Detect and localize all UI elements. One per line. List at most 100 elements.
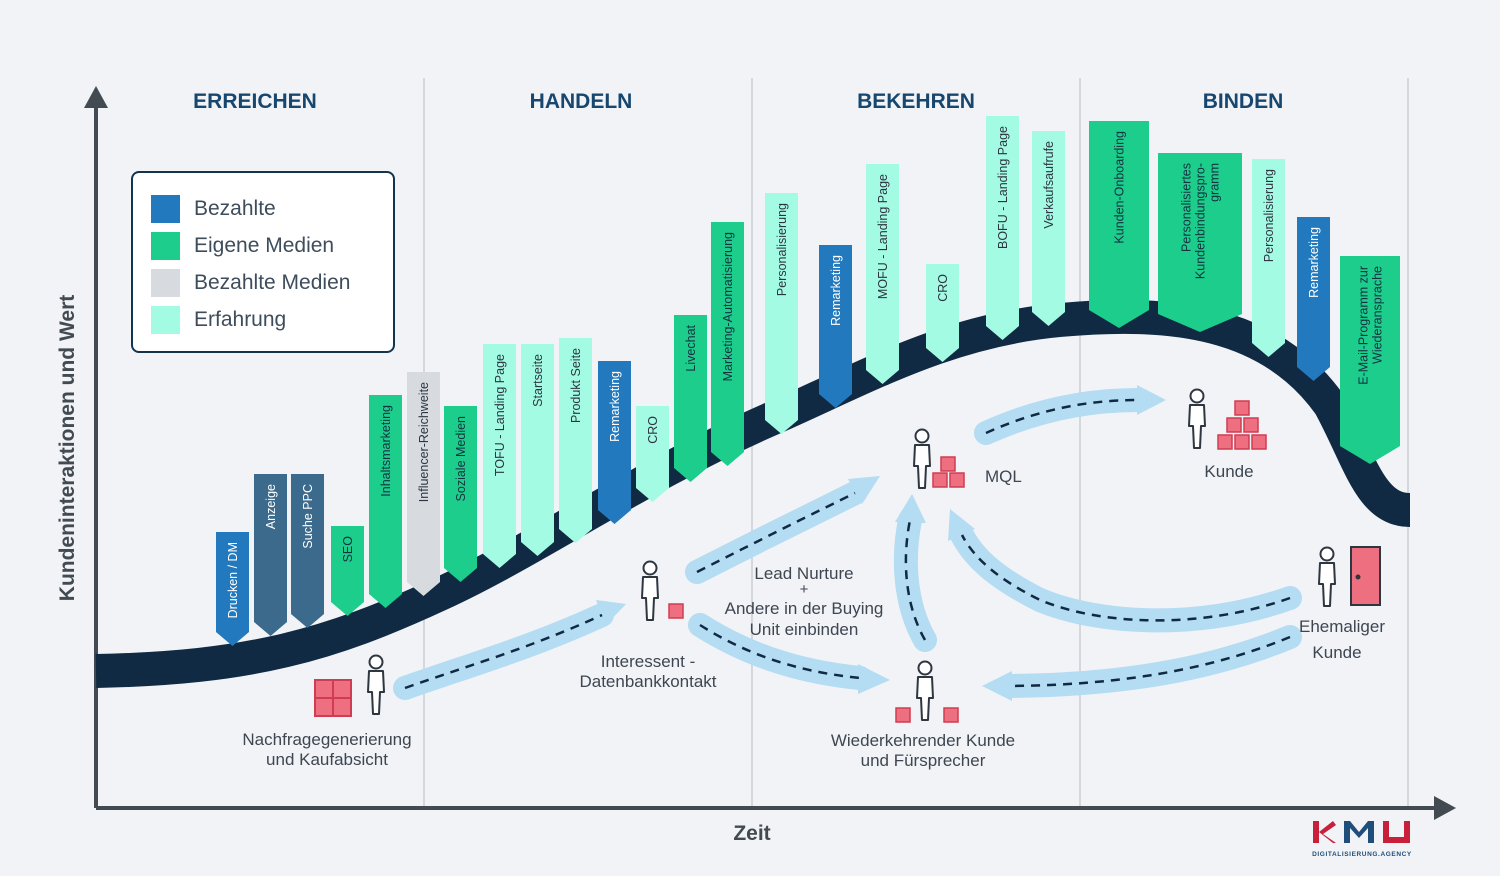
person-icon bbox=[641, 560, 659, 621]
legend-item-bezahlte: Bezahlte bbox=[151, 195, 276, 223]
channel-tag: Soziale Medien bbox=[444, 406, 477, 582]
box-icon bbox=[895, 707, 911, 723]
phase-titles: ERREICHEN HANDELN BEKEHREN BINDEN bbox=[193, 90, 1283, 113]
channel-tag: Remarketing bbox=[819, 245, 852, 408]
person-icon bbox=[367, 654, 385, 715]
stage-lead-nurture: Lead Nurture + Andere in der Buying Unit… bbox=[725, 564, 884, 639]
person-icon bbox=[916, 660, 934, 721]
tag-shape bbox=[866, 164, 899, 384]
flow-arrows bbox=[393, 385, 1302, 701]
legend-swatch bbox=[151, 269, 180, 297]
channel-tag: CRO bbox=[926, 264, 959, 362]
flow-arrow-band bbox=[950, 523, 1302, 633]
legend-label: Erfahrung bbox=[194, 308, 287, 331]
flow-arrow-head bbox=[948, 509, 975, 541]
stage-label-interessent-1: Interessent - bbox=[601, 652, 696, 671]
phase-title-erreichen: ERREICHEN bbox=[193, 90, 317, 113]
channel-tag: CRO bbox=[636, 406, 669, 502]
stage-label-lead-nurture-1: Lead Nurture bbox=[754, 564, 853, 583]
legend-item-eigene-medien: Eigene Medien bbox=[151, 232, 334, 260]
flow-arrow-dash bbox=[1009, 635, 1291, 688]
legend-label: Bezahlte Medien bbox=[194, 271, 351, 294]
channel-tag: Livechat bbox=[674, 315, 707, 482]
stage-label-lead-nurture-4: Unit einbinden bbox=[750, 620, 859, 639]
flow-arrow-head bbox=[895, 494, 926, 523]
phase-title-handeln: HANDELN bbox=[530, 90, 633, 113]
phase-title-bekehren: BEKEHREN bbox=[857, 90, 975, 113]
tag-label: Remarketing bbox=[1307, 227, 1321, 298]
flow-arrow-dash bbox=[960, 534, 1291, 622]
tag-shape bbox=[369, 395, 402, 608]
x-axis-arrowhead bbox=[1434, 796, 1456, 820]
tag-shape bbox=[254, 474, 287, 636]
tag-shape bbox=[765, 193, 798, 434]
tag-label: Marketing-Automatisierung bbox=[721, 232, 735, 381]
person-icon bbox=[1318, 546, 1336, 607]
person-icon bbox=[1188, 388, 1206, 449]
tag-label: Personalisierung bbox=[1262, 169, 1276, 262]
y-axis-arrowhead bbox=[84, 86, 108, 108]
tag-shape bbox=[444, 406, 477, 582]
tag-label: Suche PPC bbox=[301, 484, 315, 549]
boxes-icon bbox=[932, 456, 965, 488]
box-icon bbox=[943, 707, 959, 723]
stage-label-mql: MQL bbox=[985, 467, 1022, 486]
channel-tag: Influencer-Reichweite bbox=[407, 372, 440, 596]
stage-label-nachfrage-2: und Kaufabsicht bbox=[266, 750, 388, 769]
channel-tag: Remarketing bbox=[1297, 217, 1330, 381]
tag-label: Inhaltsmarketing bbox=[379, 405, 393, 497]
flow-arrow-head bbox=[1137, 385, 1166, 415]
tag-label: gramm bbox=[1208, 163, 1222, 202]
stage-label-wiederkehrend-1: Wiederkehrender Kunde bbox=[831, 731, 1015, 750]
tag-label: CRO bbox=[936, 274, 950, 302]
channel-tag: Remarketing bbox=[598, 361, 631, 524]
box-icon bbox=[668, 603, 684, 619]
tag-shape bbox=[216, 532, 249, 646]
tag-shape bbox=[521, 344, 554, 556]
stage-label-ehemalig-2: Kunde bbox=[1312, 643, 1361, 662]
logo-m bbox=[1344, 821, 1374, 843]
flow-arrow-head bbox=[858, 664, 890, 694]
stage-wiederkehrend: Wiederkehrender Kunde und Fürsprecher bbox=[831, 660, 1015, 770]
tag-shape bbox=[1297, 217, 1330, 381]
channel-tag: Anzeige bbox=[254, 474, 287, 636]
legend-label: Bezahlte bbox=[194, 197, 276, 220]
logo-u bbox=[1383, 821, 1410, 843]
flow-arrow-band bbox=[393, 603, 614, 700]
tag-label: Livechat bbox=[684, 324, 698, 371]
legend-item-bezahlte-medien: Bezahlte Medien bbox=[151, 269, 350, 297]
channel-tag: Inhaltsmarketing bbox=[369, 395, 402, 608]
channel-tag: Drucken / DM bbox=[216, 532, 249, 646]
flow-arrow-band bbox=[998, 625, 1302, 698]
tag-label: Produkt Seite bbox=[569, 348, 583, 423]
tag-shape bbox=[559, 338, 592, 543]
x-axis-label: Zeit bbox=[733, 822, 770, 845]
tag-shape bbox=[1158, 153, 1242, 332]
channel-tag: TOFU - Landing Page bbox=[483, 344, 516, 568]
legend-swatch bbox=[151, 232, 180, 260]
box-stack-icon bbox=[1217, 400, 1267, 450]
tag-label: CRO bbox=[646, 416, 660, 444]
tag-label: Wiederansprache bbox=[1371, 266, 1385, 364]
tag-label: Kunden-Onboarding bbox=[1113, 131, 1127, 244]
channel-tag: Marketing-Automatisierung bbox=[711, 222, 744, 466]
channel-tag: Startseite bbox=[521, 344, 554, 556]
channel-tag: Verkaufsaufrufe bbox=[1032, 131, 1065, 326]
axes: Kundeninteraktionen und Wert Zeit bbox=[56, 86, 1456, 845]
stage-nachfrage: Nachfragegenerierung und Kaufabsicht bbox=[242, 654, 412, 769]
stage-label-ehemalig-1: Ehemaliger bbox=[1299, 617, 1385, 636]
legend-label: Eigene Medien bbox=[194, 234, 335, 257]
y-axis-label: Kundeninteraktionen und Wert bbox=[56, 295, 79, 601]
tag-shape bbox=[331, 526, 364, 616]
flow-arrow-dash bbox=[985, 398, 1139, 435]
tag-shape bbox=[1340, 256, 1400, 464]
journey-stages: Nachfragegenerierung und Kaufabsicht Int… bbox=[242, 388, 1385, 770]
tag-shape bbox=[636, 406, 669, 502]
tag-shape bbox=[1252, 159, 1285, 357]
stage-label-lead-nurture-2: + bbox=[800, 581, 809, 598]
kmu-logo: DIGITALISIERUNG.AGENCY bbox=[1312, 821, 1411, 858]
tag-shape bbox=[1089, 121, 1149, 328]
channel-tag: Produkt Seite bbox=[559, 338, 592, 543]
